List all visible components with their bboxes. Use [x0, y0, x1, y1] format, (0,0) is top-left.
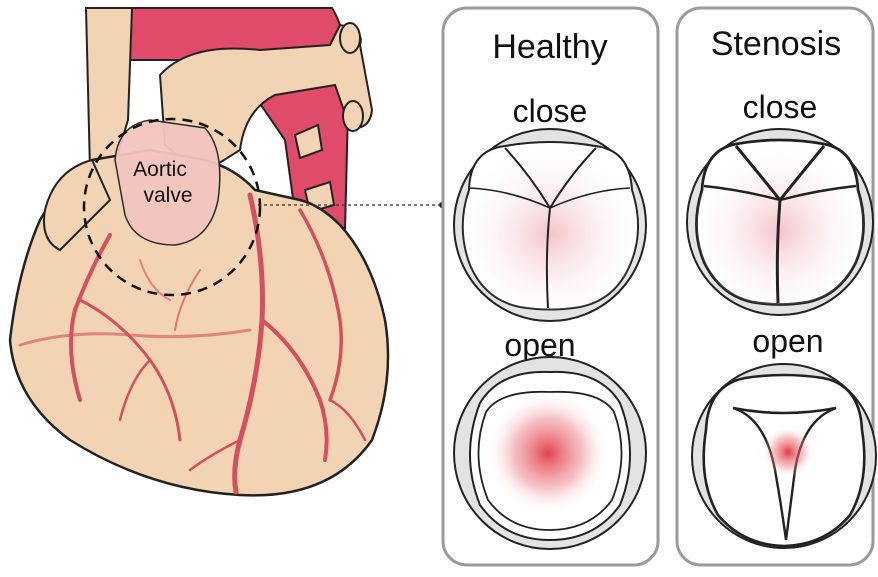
heart-illustration: Aortic valve [10, 8, 445, 495]
valve-label-line2: valve [143, 184, 192, 207]
stenosis-open-valve [692, 364, 876, 548]
valve-label-line1: Aortic [133, 158, 187, 181]
vessel-opening-right [343, 101, 363, 131]
healthy-panel: Healthy close open [443, 8, 658, 565]
healthy-open-valve [454, 357, 646, 549]
healthy-close-label: close [513, 93, 588, 129]
stenosis-closed-valve [687, 129, 873, 315]
stenosis-open-label: open [752, 323, 823, 359]
vessel-opening-top [340, 23, 360, 53]
healthy-title: Healthy [492, 28, 607, 66]
stenosis-close-label: close [743, 89, 818, 125]
stenosis-panel: Stenosis close open [677, 8, 876, 565]
healthy-closed-valve [454, 129, 646, 321]
aortic-root-shape [115, 120, 220, 245]
stenosis-title: Stenosis [711, 25, 841, 63]
